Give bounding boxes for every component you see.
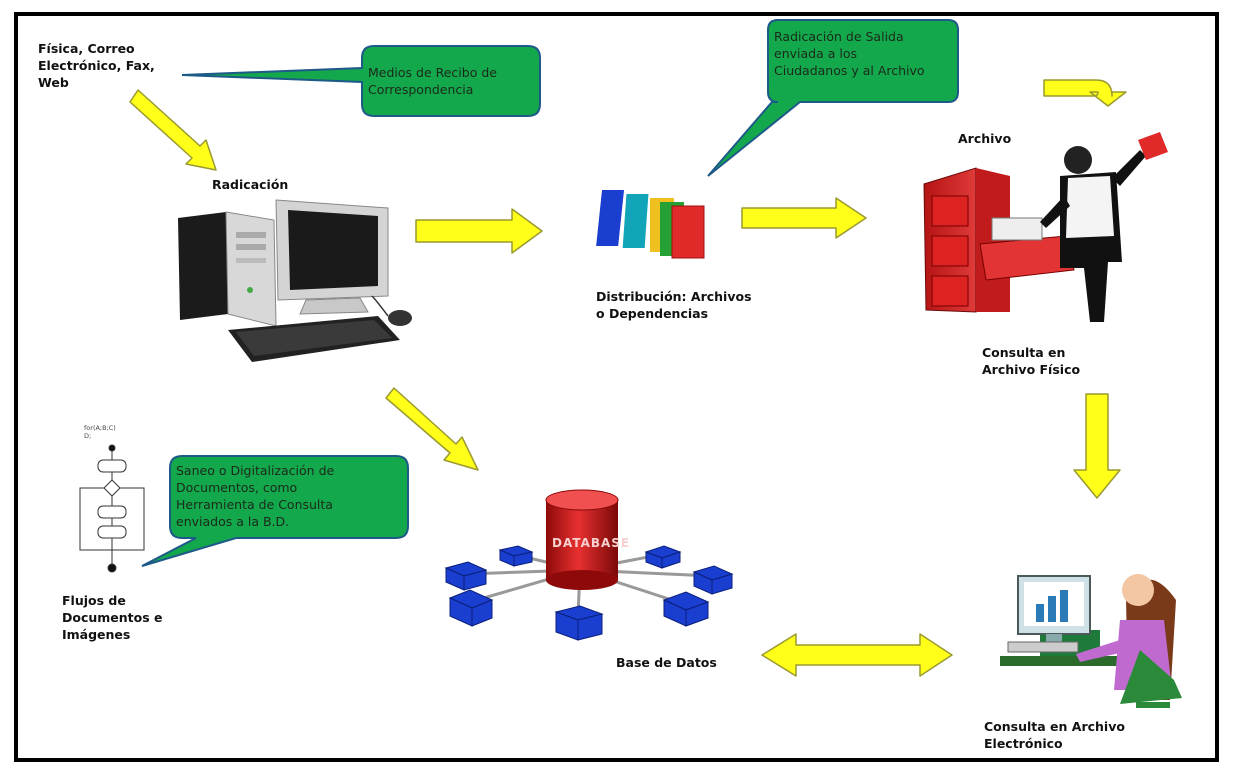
- books-icon: [596, 190, 705, 259]
- bubble-saneo-text: Saneo o Digitalización de Documentos, co…: [176, 463, 335, 529]
- label-inputs: Física, Correo Electrónico, Fax, Web: [38, 41, 155, 90]
- flowchart-code-text: for(A;B;C) D;: [84, 424, 116, 440]
- bubble-medios-text: Medios de Recibo de Correspondencia: [368, 65, 497, 97]
- bubble-salida-text: Radicación de Salida enviada a los Ciuda…: [774, 29, 925, 78]
- arrow-computer-to-distribucion: [415, 208, 543, 254]
- database-text: DATABASE: [552, 536, 631, 550]
- bubble-salida: [707, 19, 959, 177]
- file-cabinet-person-icon: [923, 132, 1168, 322]
- label-base-datos: Base de Datos: [616, 655, 717, 670]
- woman-at-computer-icon: [1000, 574, 1182, 708]
- arrow-inputs-to-radicacion: [129, 89, 217, 171]
- label-archivo: Archivo: [958, 131, 1012, 146]
- label-consulta-fisico: Consulta en Archivo Físico: [982, 345, 1081, 377]
- arrow-salida-to-archivo: [1043, 79, 1127, 107]
- label-consulta-electronico: Consulta en Archivo Electrónico: [984, 719, 1125, 751]
- label-radicacion: Radicación: [212, 177, 289, 192]
- computer-icon: [178, 199, 412, 362]
- label-flujos: Flujos de Documentos e Imágenes: [62, 593, 163, 642]
- database-icon: [444, 489, 734, 641]
- label-distribucion: Distribución: Archivos o Dependencias: [596, 289, 752, 321]
- bubble-medios: [181, 45, 541, 117]
- arrow-fisico-to-electronico: [1073, 393, 1121, 499]
- flowchart-icon: [79, 444, 145, 573]
- arrow-distribucion-to-archivo: [741, 197, 867, 239]
- diagram-frame: [14, 12, 1219, 762]
- arrow-radicacion-to-database: [385, 387, 479, 471]
- bubble-saneo: [141, 455, 409, 567]
- arrow-database-electronico: [761, 633, 953, 677]
